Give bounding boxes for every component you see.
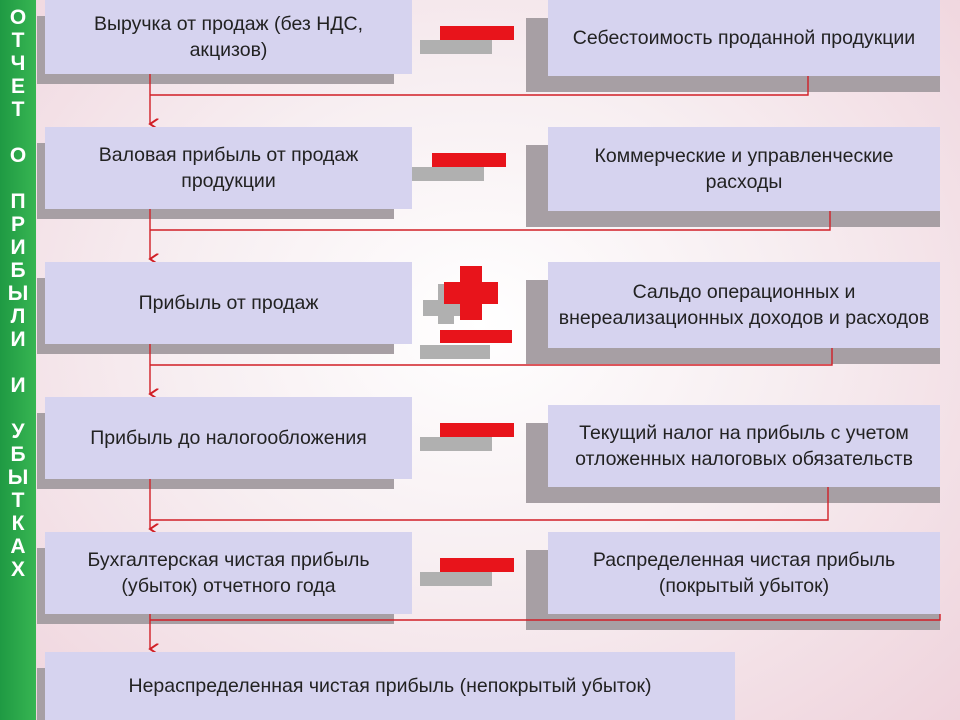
left-box: [45, 532, 412, 614]
minus-icon-shadow: [420, 40, 492, 54]
minus-icon-shadow: [420, 572, 492, 586]
left-box-label: Бухгалтерская чистая прибыль (убыток) от…: [87, 549, 370, 597]
left-box: [45, 0, 412, 74]
connector-line: [150, 211, 831, 231]
minus-icon: [440, 558, 514, 572]
side-title-letter: П: [10, 190, 26, 213]
minus-icon-shadow: [420, 345, 490, 359]
right-box-label: Коммерческие и управленческие расходы: [594, 145, 894, 193]
minus-icon: [440, 423, 514, 437]
plus-icon: [460, 266, 482, 320]
side-title-letter: У: [11, 420, 25, 443]
side-title-letter: Т: [11, 98, 25, 121]
side-title-letter: Р: [10, 213, 25, 236]
side-title-letter: Ы: [7, 282, 29, 305]
side-title-letter: А: [10, 535, 26, 558]
left-box-label: Прибыль до налогообложения: [90, 427, 367, 449]
side-title-letter: Х: [10, 558, 25, 581]
side-title-letter: Т: [11, 29, 25, 52]
result-box-label: Нераспределенная чистая прибыль (непокры…: [128, 675, 652, 697]
minus-icon-shadow: [420, 437, 492, 451]
right-box-label: Распределенная чистая прибыль (покрытый …: [592, 549, 896, 597]
right-box: [548, 532, 940, 614]
left-box-label: Выручка от продаж (без НДС, акцизов): [93, 13, 364, 61]
left-box: [45, 262, 412, 344]
connector-line: [150, 76, 809, 96]
side-title-letter: Б: [10, 259, 26, 282]
left-box-label: Прибыль от продаж: [138, 292, 319, 314]
side-title-letter: Ч: [10, 52, 26, 75]
side-title-letter: О: [9, 144, 27, 167]
left-box: [45, 127, 412, 209]
side-title-letter: К: [11, 512, 25, 535]
right-box-label: Себестоимость проданной продукции: [572, 27, 916, 49]
right-box: [548, 405, 940, 487]
connector-line: [150, 614, 941, 621]
side-title-strip: [0, 0, 36, 720]
side-title-letter: И: [10, 328, 26, 351]
right-box: [548, 0, 940, 76]
right-box-label: Текущий налог на прибыль с учетом отложе…: [575, 422, 913, 470]
side-title-letter: Ы: [7, 466, 29, 489]
side-title-letter: Л: [10, 305, 26, 328]
right-box-label: Сальдо операционных и внереализационных …: [558, 281, 930, 329]
left-box-label: Валовая прибыль от продаж продукции: [98, 144, 359, 192]
minus-icon: [432, 153, 506, 167]
side-title-letter: И: [10, 236, 26, 259]
minus-icon: [440, 26, 514, 40]
side-title-letter: О: [9, 6, 27, 29]
side-title-letter: Е: [10, 75, 25, 98]
connector-line: [150, 348, 833, 366]
right-box: [548, 262, 940, 348]
side-title-letter: Б: [10, 443, 26, 466]
side-title-letter: Т: [11, 489, 25, 512]
left-box: [45, 397, 412, 479]
result-box: [45, 652, 735, 720]
side-title-letter: И: [10, 374, 26, 397]
minus-icon-shadow: [412, 167, 484, 181]
minus-icon: [440, 330, 512, 343]
right-box: [548, 127, 940, 211]
connector-line: [150, 487, 829, 521]
